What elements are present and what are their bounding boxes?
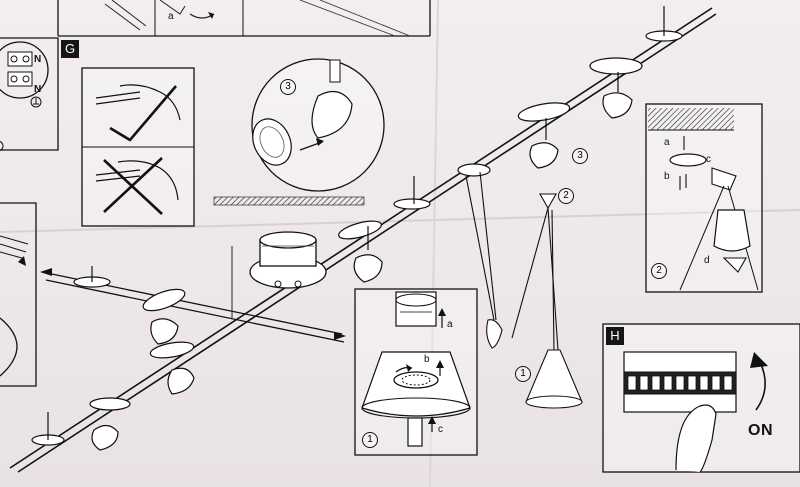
track-spotlights <box>31 6 683 451</box>
rail-system <box>9 7 717 473</box>
ceiling-hatch <box>648 108 734 130</box>
panel-g <box>81 67 195 227</box>
arrow-icon <box>334 332 346 340</box>
side-wire <box>45 279 345 343</box>
step-number: 3 <box>280 79 296 95</box>
left-partial-panel <box>0 202 37 387</box>
spotlight-icon <box>89 397 131 451</box>
top-left-panel <box>57 0 431 37</box>
section-marker-h: H <box>606 327 624 345</box>
tension-wire <box>17 13 717 473</box>
step-number: 1 <box>362 432 378 448</box>
terminal-block-icon <box>0 41 49 99</box>
step-letter: a <box>447 319 453 330</box>
step-letter: b <box>664 171 670 182</box>
spotlight-icon <box>393 176 431 210</box>
ground-icon <box>30 96 42 108</box>
spotlight-icon <box>457 163 491 177</box>
ceiling-hatch <box>213 196 365 206</box>
section-marker-g: G <box>61 40 79 58</box>
breaker-switches <box>627 375 733 391</box>
shade-assembly-panel <box>354 288 478 456</box>
pendant-shade-icon <box>713 209 751 252</box>
step-letter: c <box>438 424 443 435</box>
arrow-icon <box>18 256 26 266</box>
cable-sketch <box>104 0 147 31</box>
spotlight-icon <box>517 102 571 169</box>
check-mark-icon <box>109 85 177 142</box>
step-number: 2 <box>651 263 667 279</box>
step-letter: a <box>168 11 174 22</box>
pendant-shade-icon <box>486 319 503 349</box>
arrow-icon <box>316 138 324 146</box>
step-letter: b <box>424 354 430 365</box>
wire-icon <box>95 91 141 105</box>
spotlight-icon <box>73 266 111 288</box>
bulb-icon <box>407 417 423 447</box>
terminal-panel <box>0 37 59 152</box>
terminal-label-n: N <box>34 54 42 65</box>
spotlight-icon <box>589 57 643 119</box>
spotlight-icon <box>338 220 383 283</box>
spotlight-icon <box>645 6 683 42</box>
spotlight-icon <box>311 90 353 139</box>
canopy-plate-icon <box>669 153 707 167</box>
hand-icon <box>675 404 717 473</box>
cross-mark-icon <box>103 157 163 215</box>
panel-h <box>602 323 800 473</box>
tension-wire <box>9 7 713 469</box>
on-label: ON <box>748 422 773 439</box>
pendant-standalone <box>511 193 583 409</box>
pendant-on-rail <box>465 171 503 349</box>
transformer-canopy <box>249 231 327 289</box>
reflector-bulb-icon <box>252 118 292 166</box>
hand-icon <box>119 84 181 121</box>
step-number: 2 <box>558 188 574 204</box>
terminal-label-n: N <box>34 84 42 95</box>
step-letter: d <box>704 255 710 266</box>
arrow-icon <box>40 268 52 276</box>
step-letter: a <box>664 137 670 148</box>
spotlight-icon <box>149 341 195 395</box>
step-letter: c <box>706 154 711 165</box>
step-number: 1 <box>515 366 531 382</box>
retaining-ring-icon <box>393 371 439 389</box>
lamp-swap-detail <box>251 58 385 192</box>
spotlight-icon <box>31 412 65 446</box>
step-number: 3 <box>572 148 588 164</box>
canopy-detail-panel <box>645 103 763 293</box>
hand-icon <box>117 160 179 201</box>
spotlight-icon <box>142 288 186 345</box>
